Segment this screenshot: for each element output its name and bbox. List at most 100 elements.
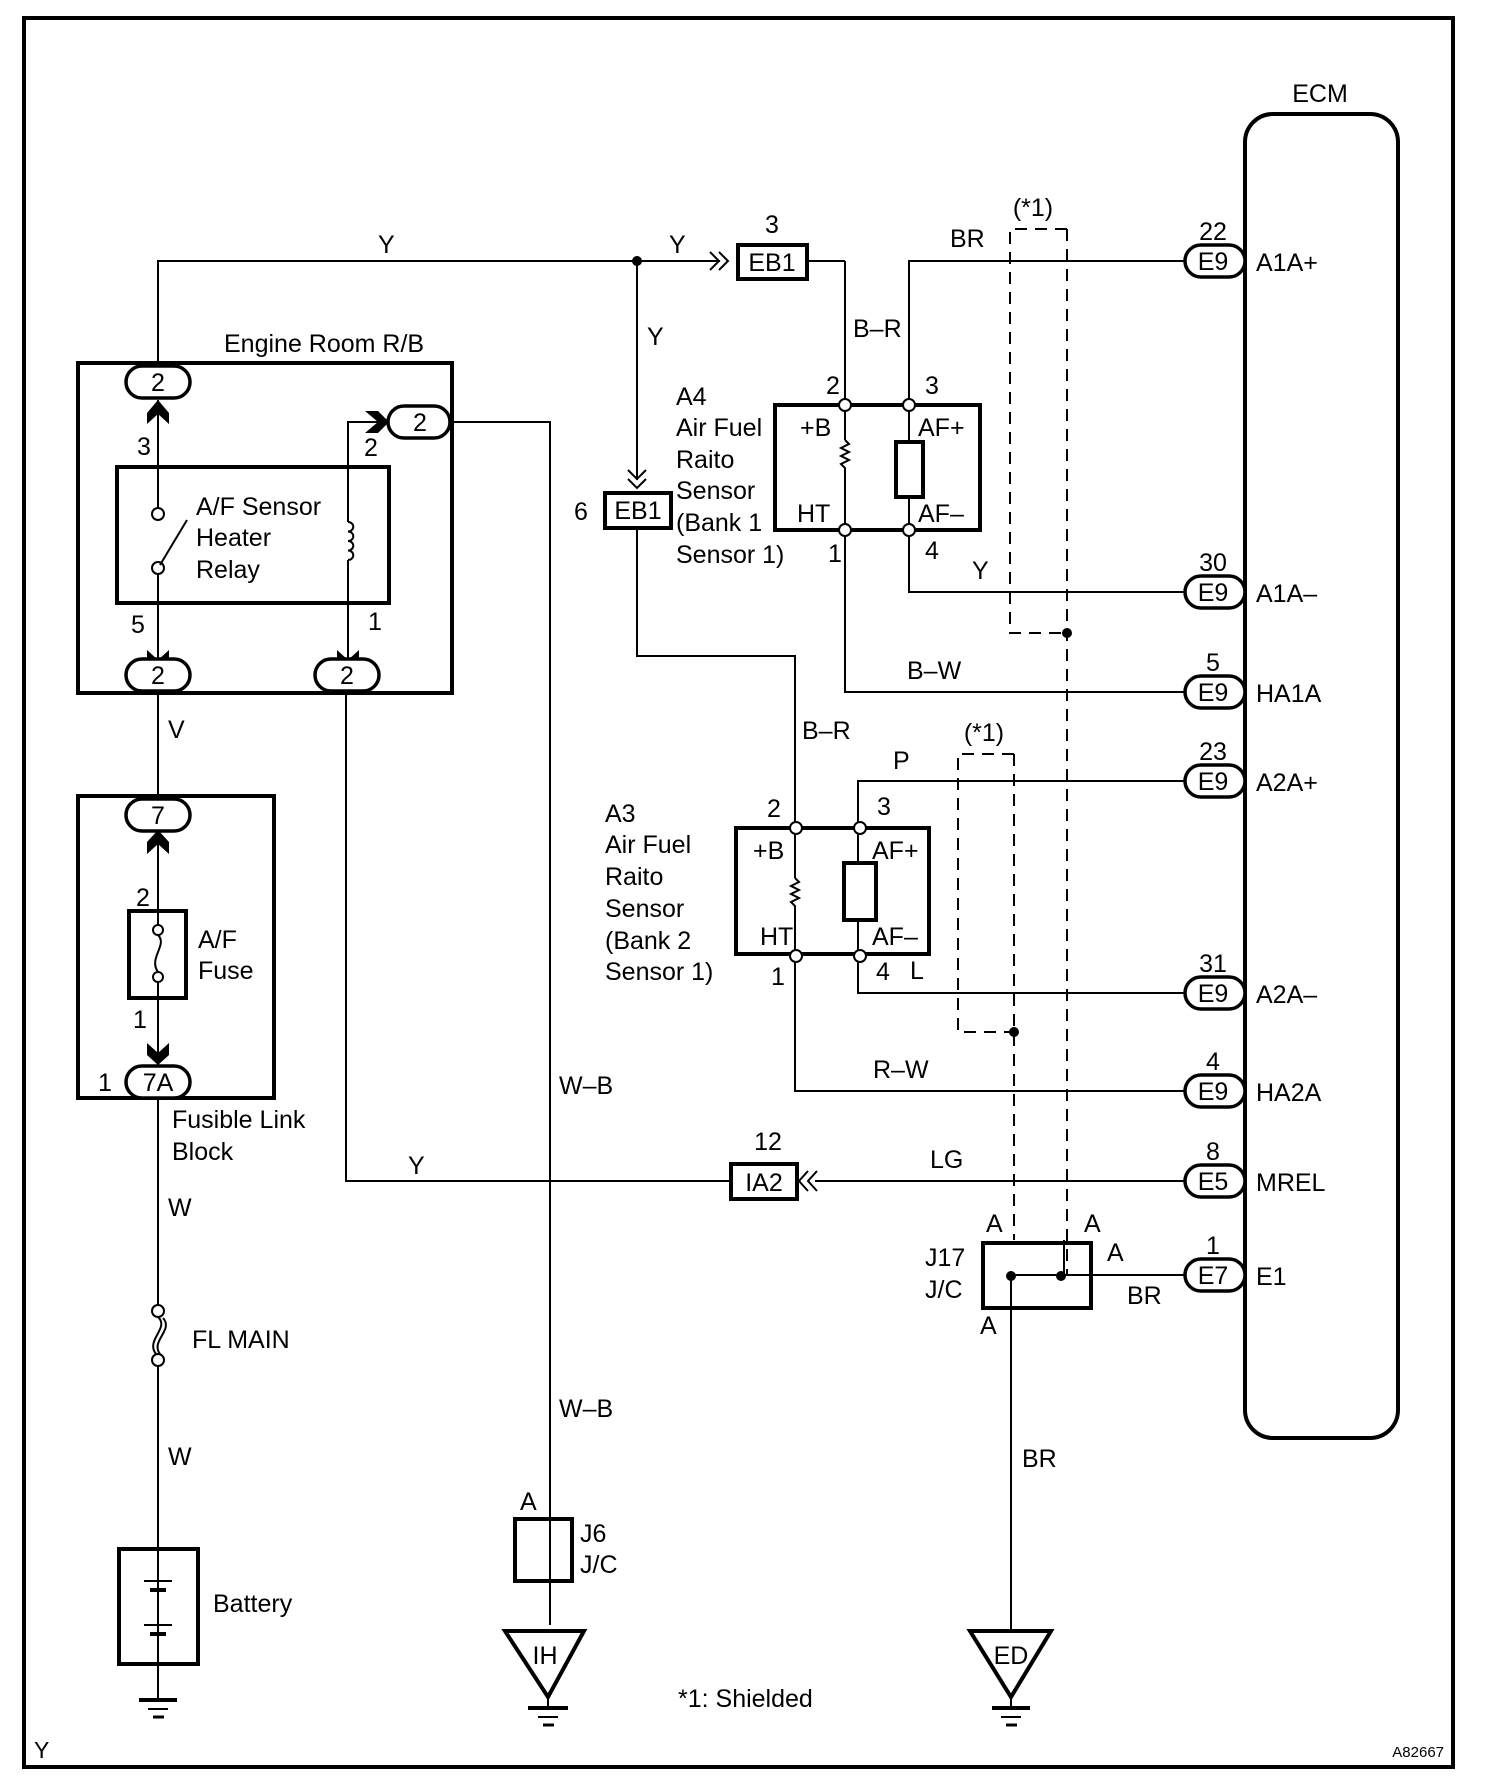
ecm-signal-label: E1 bbox=[1256, 1263, 1287, 1291]
rb-connector-top-label: 2 bbox=[151, 369, 165, 397]
ecm-connector-label: E9 bbox=[1198, 1078, 1229, 1106]
diagram-frame bbox=[22, 16, 1455, 1769]
ecm-signal-label: MREL bbox=[1256, 1169, 1326, 1197]
corner-code: Y bbox=[34, 1737, 49, 1763]
ecm-pin-number: 23 bbox=[1199, 738, 1227, 766]
fusible-link-icon bbox=[152, 1316, 167, 1355]
relay-box bbox=[115, 465, 391, 605]
ground-ed-label: ED bbox=[994, 1642, 1029, 1670]
j6-pin-a: A bbox=[520, 1488, 537, 1516]
ecm-pin-number: 1 bbox=[1206, 1232, 1220, 1260]
a4-terminal-ht bbox=[838, 523, 852, 537]
a3-label-5: Sensor 1) bbox=[605, 958, 713, 986]
fuse-pin-1: 1 bbox=[133, 1006, 147, 1034]
wire-label-a4-br: B–R bbox=[853, 315, 902, 343]
ground-point-ed bbox=[966, 1629, 1055, 1701]
fuse-terminal-top bbox=[152, 924, 164, 936]
a3-pin-4: 4 bbox=[876, 958, 890, 986]
sensor-a3: +B HT AF+ AF– 2 3 1 4 A3 Air Fuel Raito … bbox=[605, 793, 931, 991]
af-fuse-label-1: A/F bbox=[198, 926, 237, 954]
relay-pin-3: 3 bbox=[137, 433, 151, 461]
a4-label-3: Sensor bbox=[676, 477, 755, 505]
shields: (*1) (*1) bbox=[957, 194, 1072, 1275]
heater-resistor-icon bbox=[788, 877, 802, 953]
a3-plusb-label: +B bbox=[753, 837, 784, 865]
eb1-lower-connector: EB1 6 bbox=[574, 469, 673, 530]
a3-terminal-afplus bbox=[853, 821, 867, 835]
j6-junction: A J6 J/C bbox=[513, 1488, 618, 1583]
fuse-terminal-bottom bbox=[152, 971, 164, 983]
ecm-pin-number: 8 bbox=[1206, 1138, 1220, 1166]
wire-y-a1a-minus bbox=[908, 530, 1185, 593]
double-arrow-icon bbox=[709, 251, 730, 271]
switch-contact-top bbox=[151, 507, 165, 521]
j17-label-2: J/C bbox=[925, 1276, 963, 1304]
ground-icon bbox=[139, 1698, 177, 1719]
eb1-lower-pin: 6 bbox=[574, 498, 588, 526]
ecm-pins: E922A1A+BRE930A1A–YE95HA1AB–WE923A2A+PE9… bbox=[873, 218, 1326, 1310]
shield-a4-node bbox=[1062, 628, 1072, 638]
relay-pin-5: 5 bbox=[131, 611, 145, 639]
wire-label-a3-br: B–R bbox=[802, 717, 851, 745]
wire-y-relay-control bbox=[345, 692, 731, 1182]
rb-connector-bottom-left bbox=[124, 657, 192, 693]
ground-icon bbox=[992, 1697, 1030, 1727]
ecm-title: ECM bbox=[1292, 80, 1348, 108]
fusible-link-block: A/F Fuse 2 1 7 7A 1 Fusible Link Block bbox=[76, 794, 306, 1166]
eb1-top-connector: EB1 3 bbox=[632, 211, 809, 281]
wire-color-label: Y bbox=[972, 557, 989, 585]
fl-main-terminal-top bbox=[151, 1304, 165, 1318]
shield-a3-label: (*1) bbox=[964, 719, 1004, 747]
flb-connector-top-label: 7 bbox=[151, 802, 165, 830]
j17-junction: J17 J/C A A A A bbox=[925, 1210, 1124, 1340]
a3-label-2: Raito bbox=[605, 863, 663, 891]
a3-terminal-ht bbox=[789, 949, 803, 963]
eb1-top-box bbox=[736, 243, 809, 281]
engine-room-rb: Engine Room R/B A/F Sensor Heater Relay … bbox=[76, 330, 454, 695]
wire-label-v: V bbox=[168, 716, 185, 744]
ground-ih: IH bbox=[501, 1629, 588, 1727]
switch-contact-bottom bbox=[151, 561, 165, 575]
a4-pin-3: 3 bbox=[925, 372, 939, 400]
fl-main-label: FL MAIN bbox=[192, 1326, 290, 1354]
relay-pin-1: 1 bbox=[368, 608, 382, 636]
wire-br-a1a-plus bbox=[908, 260, 1185, 404]
footnote-shielded: *1: Shielded bbox=[678, 1685, 813, 1713]
a3-ht-label: HT bbox=[760, 923, 793, 951]
a4-terminal-afminus bbox=[902, 523, 916, 537]
ecm-connector bbox=[1183, 975, 1247, 1011]
wire-main-y bbox=[157, 260, 720, 363]
j17-box bbox=[981, 1241, 1093, 1310]
j17-node-right bbox=[1056, 1271, 1066, 1281]
eb1-top-pin: 3 bbox=[765, 211, 779, 239]
wire-color-label: R–W bbox=[873, 1056, 929, 1084]
flb-box bbox=[76, 794, 276, 1100]
wire-l-a2a-minus bbox=[857, 953, 1185, 994]
wire-label-branch-y: Y bbox=[669, 231, 686, 259]
wire-label-down-y: Y bbox=[647, 323, 664, 351]
sensor-a4: +B HT AF+ AF– 2 3 1 4 A4 Air Fuel Raito … bbox=[676, 372, 982, 569]
ground-ed: ED bbox=[966, 1629, 1055, 1727]
a3-terminal-afminus bbox=[853, 949, 867, 963]
a4-id: A4 bbox=[676, 383, 707, 411]
af-fuse-box bbox=[127, 909, 188, 1000]
j6-box bbox=[513, 1517, 574, 1583]
af-fuse-label-2: Fuse bbox=[198, 957, 254, 985]
a3-label-3: Sensor bbox=[605, 895, 684, 923]
flb-connector-bottom bbox=[124, 1064, 192, 1100]
ecm-signal-label: A2A– bbox=[1256, 981, 1317, 1009]
shield-a3-node bbox=[1009, 1027, 1019, 1037]
ground-ih-label: IH bbox=[533, 1642, 558, 1670]
battery: Battery bbox=[117, 1547, 293, 1719]
fl-main-terminal-bottom bbox=[151, 1353, 165, 1367]
j17-pin-a-top-left: A bbox=[986, 1210, 1003, 1238]
wire-color-label: BR bbox=[1127, 1282, 1162, 1310]
battery-label: Battery bbox=[213, 1590, 293, 1618]
relay-label-2: Heater bbox=[196, 524, 271, 552]
